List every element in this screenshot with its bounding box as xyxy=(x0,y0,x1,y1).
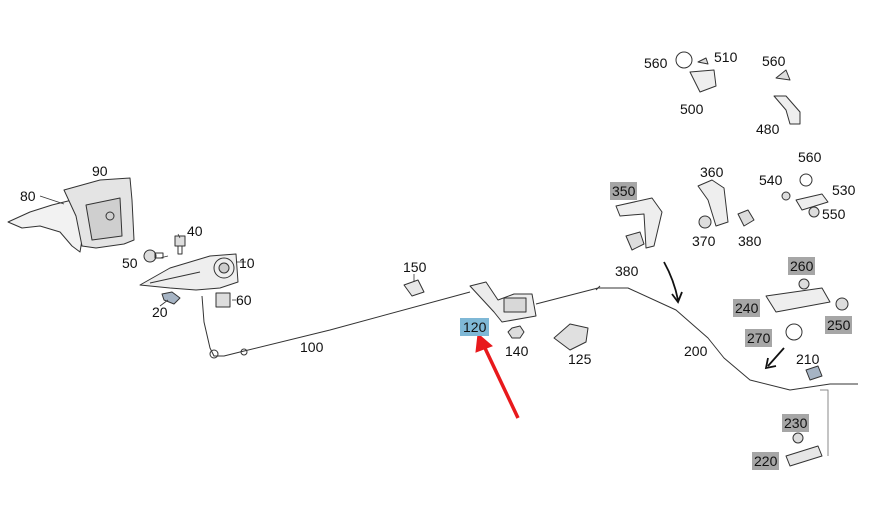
part-140-nut xyxy=(507,325,525,339)
part-260-nut xyxy=(798,278,810,290)
label-250: 250 xyxy=(825,316,853,334)
part-150-clip xyxy=(403,279,425,297)
label-540: 540 xyxy=(759,172,783,188)
part-560-ring xyxy=(675,51,693,69)
part-350-bracket xyxy=(615,197,663,249)
part-220-bracket xyxy=(785,445,823,467)
label-500: 500 xyxy=(680,101,704,117)
label-220: 220 xyxy=(752,452,780,470)
part-120-bracket xyxy=(469,281,537,323)
part-370-grommet xyxy=(698,215,712,229)
label-140: 140 xyxy=(505,343,529,359)
label-60: 60 xyxy=(236,292,252,308)
part-125-module xyxy=(553,323,589,351)
label-50: 50 xyxy=(122,255,138,271)
part-50-bolt xyxy=(143,249,164,263)
label-560: 560 xyxy=(762,53,786,69)
label-560: 560 xyxy=(798,149,822,165)
label-40: 40 xyxy=(187,223,203,239)
part-540-bolt xyxy=(781,191,791,201)
part-240-bracket xyxy=(765,287,831,313)
label-530: 530 xyxy=(832,182,856,198)
part-480-hose xyxy=(773,95,801,125)
label-510: 510 xyxy=(714,49,738,65)
part-530-plate xyxy=(795,193,829,211)
part-100-front-cable xyxy=(201,291,471,357)
part-560-clip xyxy=(799,173,813,187)
label-240: 240 xyxy=(733,299,761,317)
label-120: 120 xyxy=(460,318,490,336)
label-270: 270 xyxy=(745,329,773,347)
direction-arrow-upper xyxy=(663,261,679,301)
label-380: 380 xyxy=(738,233,762,249)
label-200: 200 xyxy=(684,343,708,359)
label-20: 20 xyxy=(152,304,168,320)
label-90: 90 xyxy=(92,163,108,179)
part-10-pedal-assembly xyxy=(139,253,239,291)
label-150: 150 xyxy=(403,259,427,275)
part-270-grommet xyxy=(785,323,803,341)
label-360: 360 xyxy=(700,164,724,180)
part-510-clip xyxy=(697,57,709,65)
part-380-clip-2 xyxy=(737,209,755,227)
label-10: 10 xyxy=(239,255,255,271)
label-80: 80 xyxy=(20,188,36,204)
part-40-bolt xyxy=(174,235,186,255)
part-210-clip xyxy=(805,365,823,381)
part-380-clip xyxy=(625,231,645,251)
label-230: 230 xyxy=(782,414,810,432)
part-560-clip-2 xyxy=(775,69,791,81)
red-pointer-arrow xyxy=(475,333,520,419)
part-230-bolt xyxy=(792,432,804,444)
part-60-bracket xyxy=(215,292,231,308)
label-370: 370 xyxy=(692,233,716,249)
label-260: 260 xyxy=(788,257,816,275)
part-360-bracket xyxy=(697,179,729,227)
part-200-rear-cable xyxy=(535,287,858,391)
part-250-bolt xyxy=(835,297,849,311)
label-100: 100 xyxy=(300,339,324,355)
part-550-nut xyxy=(808,206,820,218)
label-550: 550 xyxy=(822,206,846,222)
label-480: 480 xyxy=(756,121,780,137)
part-500-bracket xyxy=(689,69,717,93)
part-80-pedal-panel xyxy=(7,199,83,253)
direction-arrow-lower xyxy=(767,347,785,367)
label-350: 350 xyxy=(610,182,638,200)
label-210: 210 xyxy=(796,351,820,367)
label-560: 560 xyxy=(644,55,668,71)
label-125: 125 xyxy=(568,351,592,367)
label-380: 380 xyxy=(615,263,639,279)
